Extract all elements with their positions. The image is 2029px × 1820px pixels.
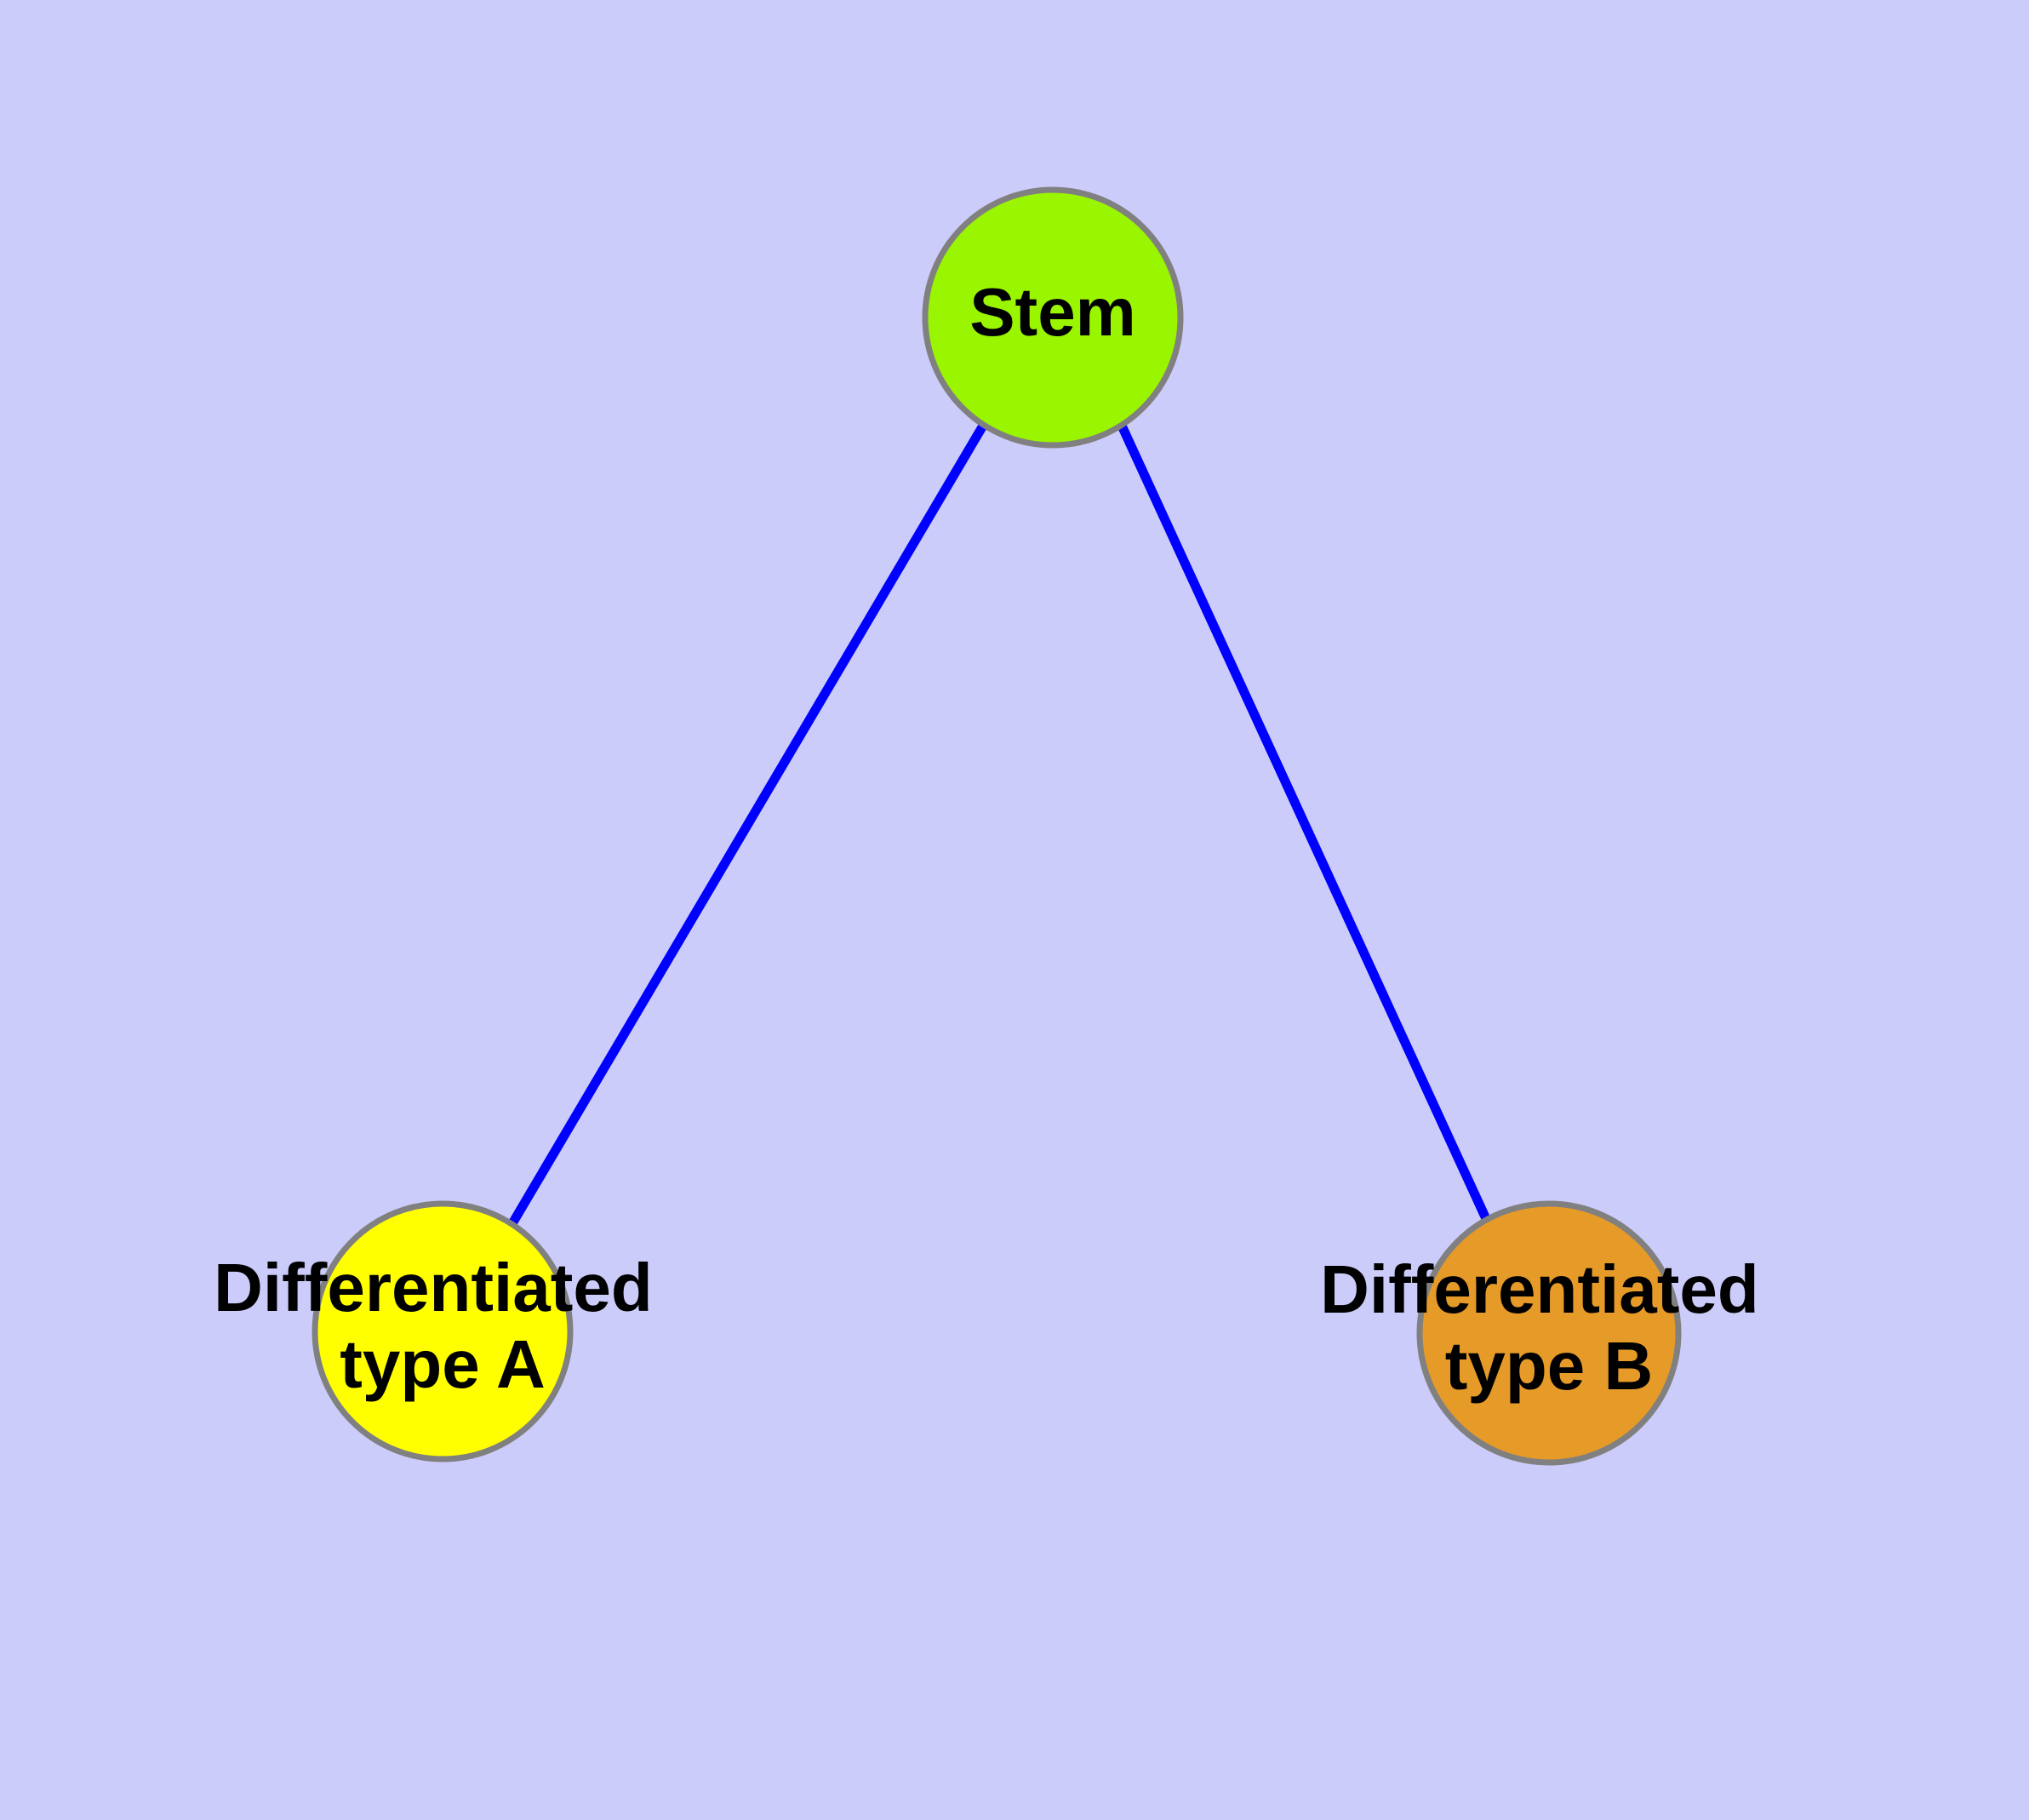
node-stem-label: Stem (969, 274, 1136, 350)
node-differentiated-type-b-label-line-1: Differentiated (1320, 1251, 1759, 1327)
node-differentiated-type-b-label-line-2: type B (1445, 1328, 1654, 1404)
node-differentiated-type-a[interactable]: Differentiated type A (214, 1200, 672, 1462)
edge-stem-to-differentiated-type-a[interactable] (507, 423, 987, 1228)
node-stem-circle[interactable] (922, 186, 1184, 449)
node-differentiated-type-b-circle[interactable] (1416, 1200, 1682, 1466)
node-stem-label-line-1: Stem (969, 274, 1136, 350)
edge-layer (507, 423, 1492, 1228)
node-differentiated-type-b[interactable]: Differentiated type B (1320, 1200, 1778, 1466)
node-differentiated-type-a-circle[interactable] (311, 1200, 574, 1462)
node-layer: Stem Differentiated type A Differentiate… (214, 186, 1778, 1466)
node-differentiated-type-a-label-line-2: type A (340, 1326, 546, 1402)
node-differentiated-type-a-label-line-1: Differentiated (214, 1250, 653, 1325)
edge-stem-to-differentiated-type-b[interactable] (1117, 423, 1492, 1225)
node-differentiated-type-b-label: Differentiated type B (1320, 1251, 1778, 1404)
node-stem[interactable]: Stem (922, 186, 1184, 449)
node-differentiated-type-a-label: Differentiated type A (214, 1250, 672, 1402)
